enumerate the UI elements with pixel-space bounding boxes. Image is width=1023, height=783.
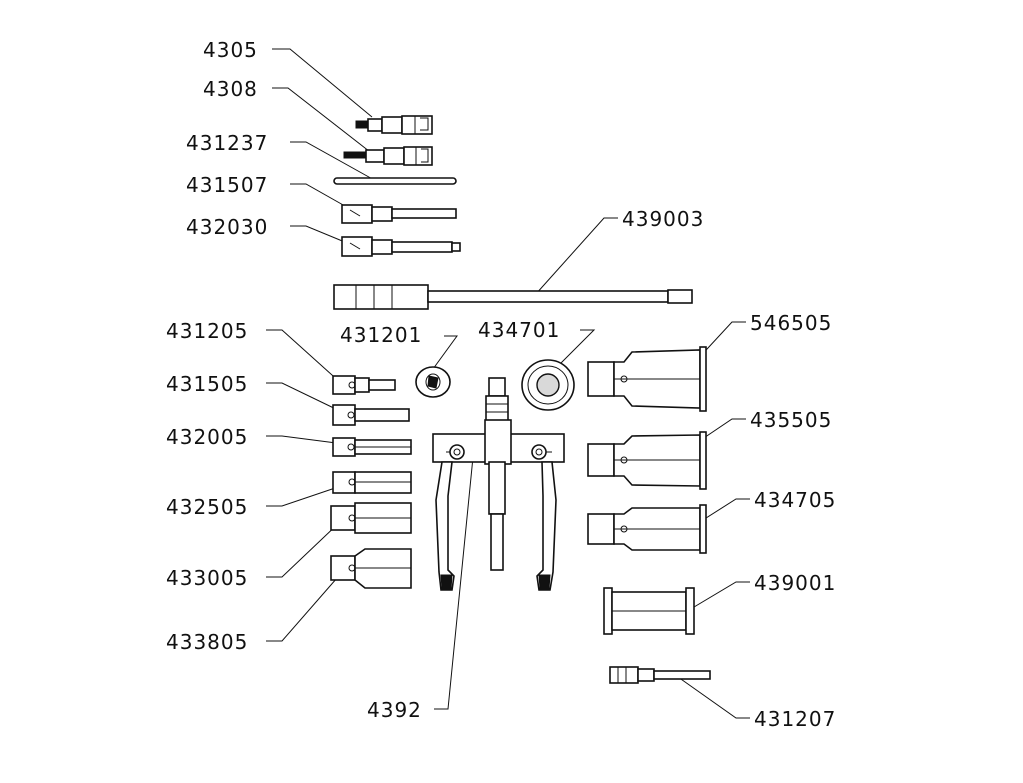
leader-432505	[266, 484, 345, 507]
label-432505: 432505	[166, 495, 248, 519]
leader-433005	[266, 519, 343, 578]
part-431237	[333, 177, 457, 185]
label-432030: 432030	[186, 215, 268, 239]
label-4392: 4392	[367, 698, 422, 722]
leader-431205	[266, 329, 343, 385]
part-4392	[432, 377, 565, 591]
label-435505: 435505	[750, 408, 832, 432]
label-434705: 434705	[754, 488, 836, 512]
part-434701	[521, 359, 575, 411]
label-431505: 431505	[166, 372, 248, 396]
part-4308	[343, 146, 433, 166]
label-432005: 432005	[166, 425, 248, 449]
part-439003	[333, 284, 693, 310]
leader-4392	[434, 446, 475, 710]
leader-431507	[290, 183, 353, 211]
label-433005: 433005	[166, 566, 248, 590]
label-434701: 434701	[478, 318, 560, 342]
part-433005	[330, 502, 412, 534]
part-431507	[341, 204, 457, 224]
leader-431201	[432, 335, 458, 370]
label-4305: 4305	[203, 38, 258, 62]
part-431201	[415, 366, 451, 398]
part-431505	[332, 404, 410, 426]
part-432030	[341, 236, 461, 257]
part-431207	[609, 666, 711, 684]
label-433805: 433805	[166, 630, 248, 654]
label-431201: 431201	[340, 323, 422, 347]
leader-432030	[290, 225, 353, 246]
leader-434701	[554, 329, 596, 370]
label-431207: 431207	[754, 707, 836, 731]
part-4305	[355, 115, 433, 135]
leader-4305	[272, 48, 373, 118]
label-4308: 4308	[203, 77, 258, 101]
leader-431237	[290, 141, 377, 182]
leader-4308	[272, 87, 375, 156]
part-433805	[330, 548, 412, 589]
leader-439003	[534, 217, 618, 296]
part-432505	[332, 471, 412, 494]
part-434705	[587, 504, 707, 554]
part-439001	[603, 587, 695, 635]
part-432005	[332, 437, 412, 457]
label-431507: 431507	[186, 173, 268, 197]
label-439001: 439001	[754, 571, 836, 595]
leader-431207	[677, 676, 750, 719]
label-546505: 546505	[750, 311, 832, 335]
leader-431505	[266, 382, 343, 413]
leader-432005	[266, 435, 345, 445]
label-431237: 431237	[186, 131, 268, 155]
leader-439001	[683, 581, 750, 614]
label-431205: 431205	[166, 319, 248, 343]
leader-433805	[266, 569, 345, 642]
label-439003: 439003	[622, 207, 704, 231]
part-431205	[332, 375, 396, 395]
part-435505	[587, 431, 707, 490]
part-546505	[587, 346, 707, 412]
